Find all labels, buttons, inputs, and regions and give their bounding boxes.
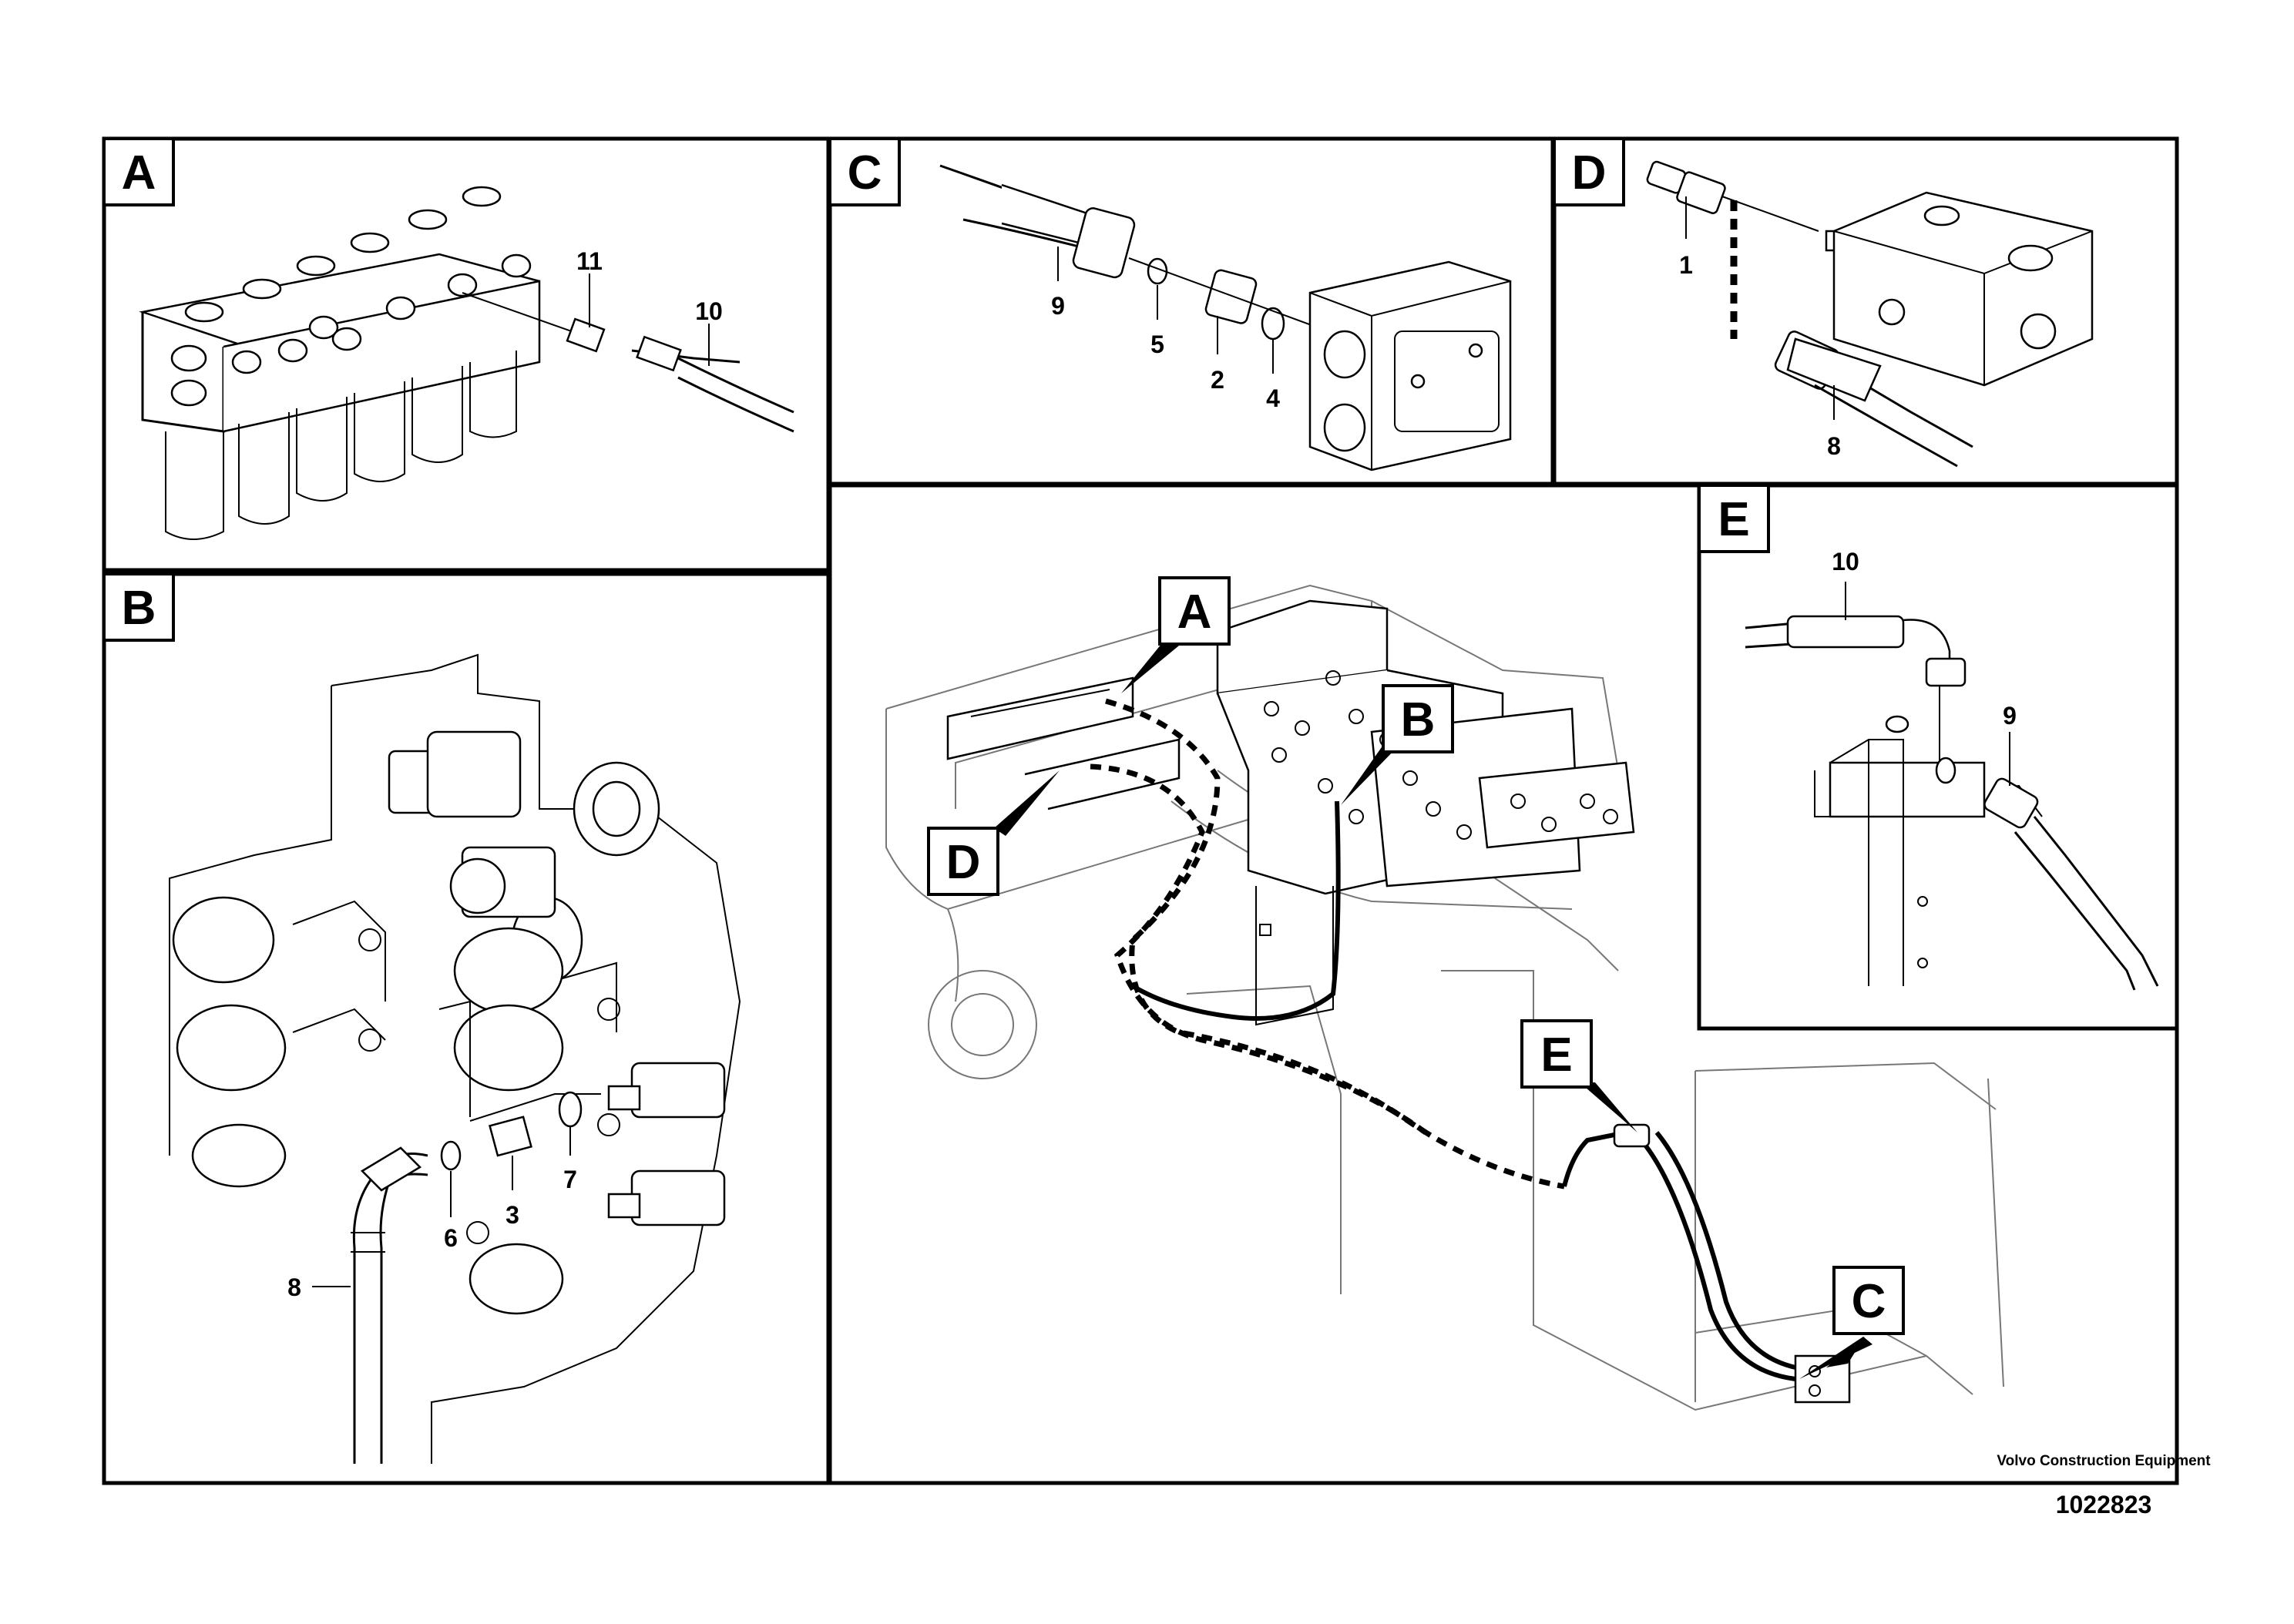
callout-5: 5 [1150,331,1164,358]
overview-marker-a: A [1121,576,1231,693]
callout-1: 1 [1679,251,1693,279]
callout-9: 9 [1051,292,1065,320]
panel-d-callouts: 1 8 [1679,196,1841,460]
overview-marker-c: C [1799,1266,1905,1379]
callout-8: 8 [287,1273,301,1301]
callout-7: 7 [563,1166,577,1193]
panel-e-hose-connection [1745,615,2159,991]
overview-marker-b: B [1341,684,1454,805]
svg-text:E: E [1540,1028,1572,1082]
overview-marker-d: D [927,770,1060,896]
panel-a-label: A [102,137,175,206]
callout-6: 6 [444,1224,458,1252]
callout-4: 4 [1266,384,1280,412]
panel-a-callouts: 11 10 [576,247,723,366]
callout-11: 11 [576,247,603,275]
panel-c-label: C [828,137,901,206]
svg-text:D: D [1572,146,1607,200]
svg-text:A: A [122,146,156,200]
callout-8: 8 [1827,432,1841,460]
svg-text:C: C [1852,1275,1886,1328]
panel-c-callouts: 9 5 2 4 [1051,247,1280,412]
svg-text:B: B [122,582,156,635]
svg-text:A: A [1177,586,1212,639]
panel-c-hose-fitting [939,164,1512,471]
svg-text:B: B [1401,693,1436,747]
svg-text:D: D [946,836,981,889]
callout-10: 10 [1832,548,1859,575]
panel-e-frame [1697,483,2179,1031]
panel-b-callouts: 8 6 3 7 [287,1126,577,1301]
panel-d-hose-to-block [1646,160,2094,468]
overview-marker-e: E [1520,1019,1637,1132]
panel-a-valve-block [139,186,794,540]
callout-3: 3 [505,1201,519,1229]
panel-b-valve-assembly [169,653,741,1464]
footer-company: Volvo Construction Equipment [1997,1453,2211,1469]
panel-e-label: E [1698,484,1770,553]
overview-control-valve [946,599,1635,1026]
panel-d-label: D [1553,137,1625,206]
callout-9: 9 [2003,702,2017,730]
svg-text:E: E [1718,493,1749,546]
footer-drawing-number: 1022823 [2055,1491,2152,1518]
panel-b-label: B [102,572,175,642]
svg-text:C: C [848,146,882,200]
callout-10: 10 [695,297,723,325]
panel-e-callouts: 10 9 [1832,548,2017,786]
overview-hose-routing [1090,698,1851,1404]
callout-2: 2 [1211,366,1224,394]
